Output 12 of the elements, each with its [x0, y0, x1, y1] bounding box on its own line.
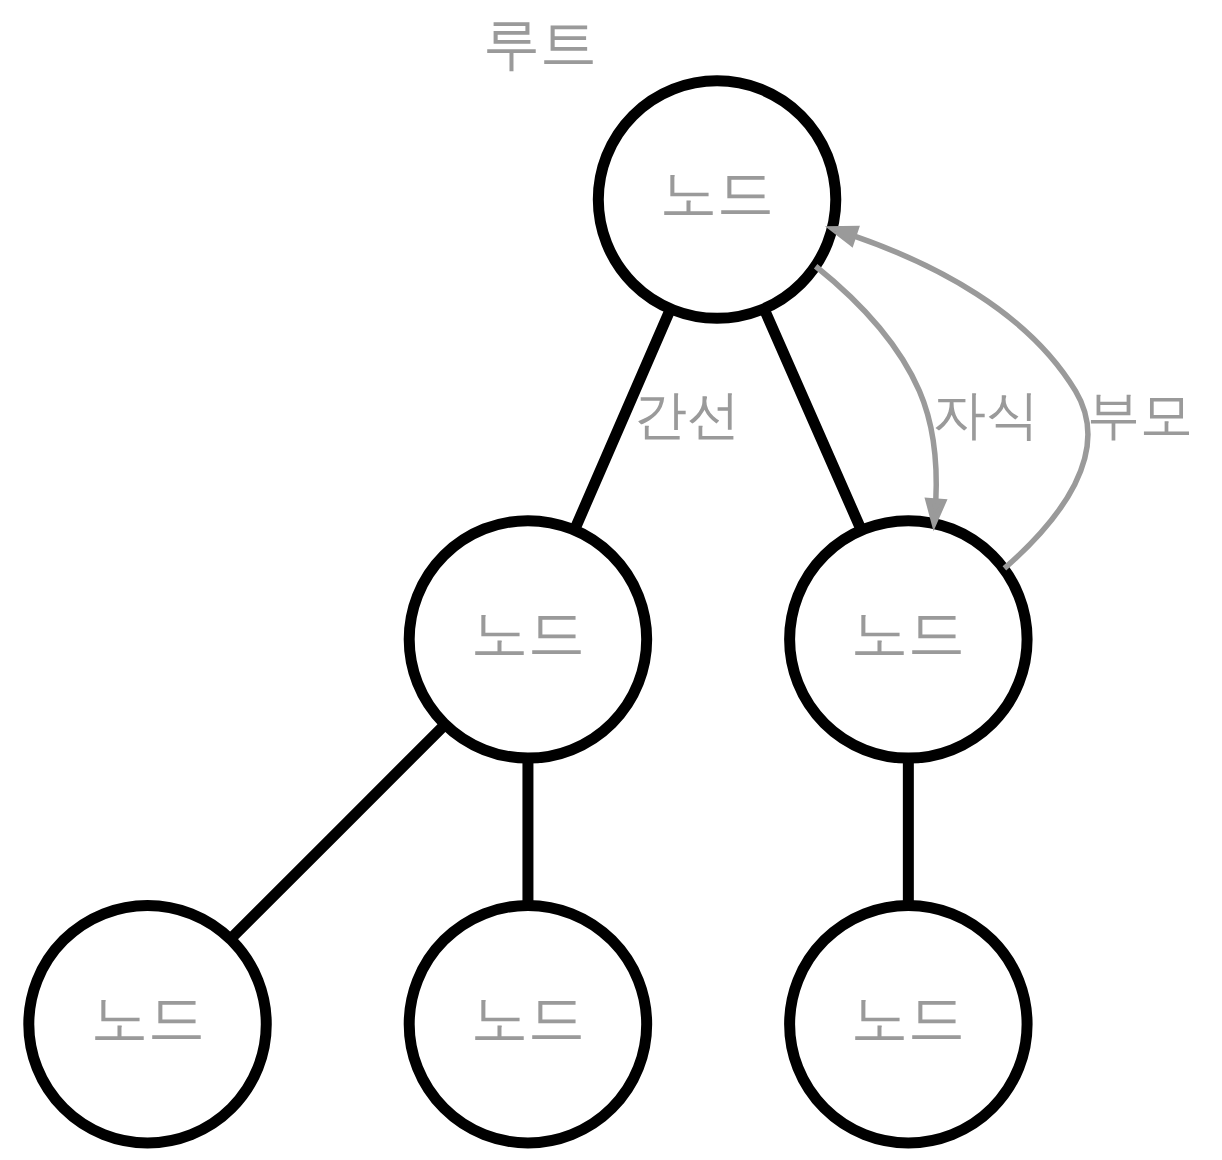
- node-circle: 노드: [22, 899, 272, 1149]
- node-circle: 노드: [783, 515, 1033, 764]
- node-circle: 노드: [592, 75, 841, 324]
- node-label: 루트: [482, 9, 597, 76]
- arrow: [824, 225, 1090, 571]
- edge-label: 간선: [633, 384, 740, 446]
- node-circle: 노드: [783, 899, 1033, 1149]
- node-circle: 노드: [403, 515, 652, 764]
- node-circle: 노드: [403, 899, 652, 1149]
- edge-label: 부모: [1086, 384, 1193, 446]
- edge-label: 자식: [932, 384, 1039, 446]
- arrow: [813, 264, 948, 532]
